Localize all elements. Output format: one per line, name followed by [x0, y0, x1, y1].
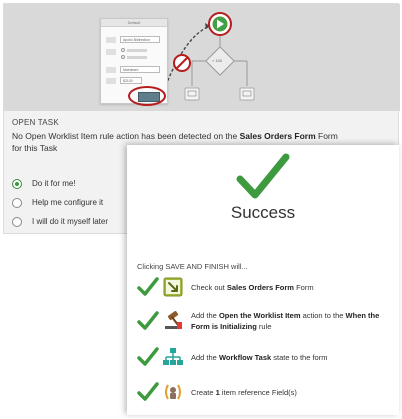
- radio-button[interactable]: [12, 216, 22, 227]
- play-start-icon: [208, 12, 232, 36]
- step-add-rule-action: Add the Open the Worklist Item action to…: [137, 310, 392, 332]
- form-preview-title: Default: [101, 19, 167, 27]
- radio-button-selected[interactable]: [12, 178, 22, 189]
- option-do-it-later[interactable]: I will do it myself later: [12, 212, 108, 231]
- success-check-icon: [236, 153, 290, 199]
- form-name: Sales Orders Form: [239, 131, 316, 141]
- step-check-icon: [137, 347, 159, 366]
- step-text: Add the Open the Worklist Item action to…: [191, 311, 380, 331]
- stop-icon: [173, 54, 191, 72]
- radio-button[interactable]: [12, 197, 22, 208]
- option-label: I will do it myself later: [32, 217, 109, 226]
- workflow-hierarchy-icon: [163, 348, 183, 365]
- success-panel: Success Clicking SAVE AND FINISH will...…: [127, 145, 399, 415]
- option-label: Do it for me!: [32, 179, 76, 188]
- arrow-head: [205, 23, 210, 29]
- step-add-workflow-state: Add the Workflow Task state to the form: [137, 347, 392, 367]
- step-check-icon: [137, 382, 159, 401]
- step-check-icon: [137, 277, 159, 296]
- step-create-reference-field: Create 1 item reference Field(s): [137, 382, 392, 402]
- workflow-illustration: > 100 Default Apollo Bidirection Maintea…: [4, 4, 400, 111]
- step-check-out-form: Check out Sales Orders Form Form: [137, 277, 392, 297]
- option-help-me-configure[interactable]: Help me configure it: [12, 193, 108, 212]
- step-text: Create 1 item reference Field(s): [191, 387, 297, 397]
- workflow-diagram: [163, 12, 255, 101]
- task-box-icon: [239, 87, 255, 101]
- gavel-rule-icon: [165, 311, 182, 329]
- clicking-hint: Clicking SAVE AND FINISH will...: [137, 262, 248, 271]
- success-title: Success: [230, 203, 296, 222]
- configure-options: Do it for me! Help me configure it I wil…: [12, 174, 108, 231]
- open-task-message: No Open Worklist Item rule action has be…: [12, 131, 338, 153]
- form-preview-radio: [121, 55, 125, 59]
- form-preview-field: $2100: [120, 77, 142, 84]
- form-preview-field: Mainteam: [120, 66, 160, 73]
- open-task-panel: > 100 Default Apollo Bidirection Maintea…: [3, 3, 400, 234]
- checkout-form-icon: [163, 277, 183, 297]
- step-text: Add the Workflow Task state to the form: [191, 352, 328, 362]
- open-task-label: OPEN TASK: [12, 118, 59, 127]
- step-check-icon: [137, 311, 159, 330]
- task-box-icon: [184, 87, 200, 101]
- option-label: Help me configure it: [32, 198, 104, 207]
- form-preview-field: Apollo Bidirection: [120, 36, 160, 43]
- gateway-label: > 100: [212, 58, 223, 63]
- step-text: Check out Sales Orders Form Form: [191, 282, 314, 292]
- gateway-diamond-icon: [205, 46, 235, 76]
- option-do-it-for-me[interactable]: Do it for me!: [12, 174, 108, 193]
- form-preview-radio: [121, 48, 125, 52]
- highlight-oval: [128, 86, 166, 106]
- item-reference-icon: [165, 384, 181, 400]
